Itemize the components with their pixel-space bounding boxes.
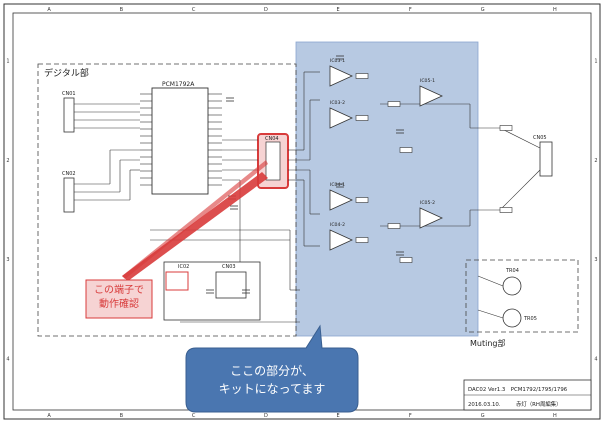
title-block-author: 赤灯（RH周編集）	[516, 400, 562, 408]
border-letter-bottom: H	[553, 413, 557, 419]
border-letter-bottom: C	[192, 413, 196, 419]
border-number-right: 1	[594, 59, 597, 65]
title-block-title: DAC02 Ver1.3 PCM1792/1795/1796	[468, 387, 568, 393]
dac-pins	[140, 93, 222, 186]
wire	[499, 169, 541, 211]
resistor-symbol	[387, 101, 401, 107]
border-letter-bottom: G	[481, 413, 485, 419]
border-letter-top: E	[337, 7, 340, 13]
wire	[477, 309, 504, 319]
dac-ic: PCM1792A	[140, 81, 222, 195]
resistor-symbols	[355, 73, 513, 263]
svg-text:IC02: IC02	[178, 264, 189, 270]
check-callout-pointer	[122, 160, 268, 281]
resistor-symbol	[355, 197, 369, 203]
border-number-left: 4	[6, 356, 9, 362]
border-number-right: 4	[594, 356, 597, 362]
svg-text:CN04: CN04	[265, 136, 279, 142]
svg-text:CN03: CN03	[222, 264, 236, 270]
opamp-label: IC05-1	[420, 78, 435, 84]
title-block-date: 2016.03.10.	[468, 402, 501, 408]
check-terminal-connector: CN04	[257, 133, 289, 189]
kit-callout	[185, 324, 359, 413]
output-connector: CN05	[533, 135, 553, 177]
border-letter-top: A	[47, 7, 51, 13]
analog-kit-highlight	[295, 41, 479, 337]
kit-callout-text: ここの部分が、 キットになってます	[218, 364, 326, 396]
connector-cn02: CN02	[62, 171, 76, 213]
border-letter-bottom: E	[337, 413, 340, 419]
resistor-symbol	[387, 223, 401, 229]
resistor-symbol	[399, 147, 413, 153]
border-marks: A A B B C C D D E E F F G G H H 1 1 2 2 3 3 4 4	[6, 7, 597, 419]
border-number-right: 3	[594, 257, 597, 263]
digital-section-label: デジタル部	[44, 67, 89, 79]
muting-section-label: Muting部	[470, 338, 505, 348]
border-letter-bottom: D	[264, 413, 268, 419]
opamp-label: IC05-2	[420, 200, 435, 206]
resistor-symbol	[499, 125, 513, 131]
svg-text:TR04: TR04	[505, 268, 519, 274]
resistor-symbol	[399, 257, 413, 263]
svg-text:TR05: TR05	[523, 316, 537, 322]
opamp-label: IC04-2	[330, 222, 345, 228]
opamp-label: IC04-1	[330, 182, 345, 188]
opamp-symbol	[329, 189, 353, 211]
border-letter-top: D	[264, 7, 268, 13]
border-letter-top: H	[553, 7, 557, 13]
border-letter-top: G	[481, 7, 485, 13]
digital-section-box	[37, 63, 297, 337]
wire	[477, 275, 504, 287]
muting-section-box	[465, 259, 579, 333]
check-callout-text: この端子で 動作確認	[94, 285, 144, 310]
svg-text:CN02: CN02	[62, 171, 76, 177]
resistor-symbol	[355, 237, 369, 243]
opamp-symbol	[419, 207, 443, 229]
title-block: DAC02 Ver1.3 PCM1792/1795/1796 2016.03.1…	[463, 379, 592, 411]
border-letter-top: B	[120, 7, 124, 13]
border-number-left: 1	[6, 59, 9, 65]
opamp-label: IC03-2	[330, 100, 345, 106]
outer-frame	[3, 3, 601, 420]
connector-cn01: CN01	[62, 91, 76, 133]
wire	[499, 127, 541, 149]
resistor-symbol	[355, 115, 369, 121]
resistor-symbol	[499, 207, 513, 213]
opamp-symbol	[419, 85, 443, 107]
border-number-left: 3	[6, 257, 9, 263]
opamp-symbol	[329, 65, 353, 87]
svg-text:CN01: CN01	[62, 91, 76, 97]
opamp-symbol	[329, 107, 353, 129]
muting-transistor-2: TR05	[502, 308, 537, 328]
border-letter-bottom: B	[120, 413, 124, 419]
border-letter-bottom: F	[409, 413, 412, 419]
border-letter-bottom: A	[47, 413, 51, 419]
svg-text:CN05: CN05	[533, 135, 547, 141]
power-ic-block: IC02 CN03	[163, 261, 261, 321]
opamp-label: IC03-1	[330, 58, 345, 64]
border-number-left: 2	[6, 158, 9, 164]
opamp-symbol	[329, 229, 353, 251]
border-letter-top: C	[192, 7, 196, 13]
resistor-symbol	[355, 73, 369, 79]
muting-transistor-1: TR04	[502, 268, 522, 296]
border-number-right: 2	[594, 158, 597, 164]
dac-ic-label: PCM1792A	[162, 81, 195, 88]
border-letter-top: F	[409, 7, 412, 13]
check-callout-box	[85, 279, 153, 319]
